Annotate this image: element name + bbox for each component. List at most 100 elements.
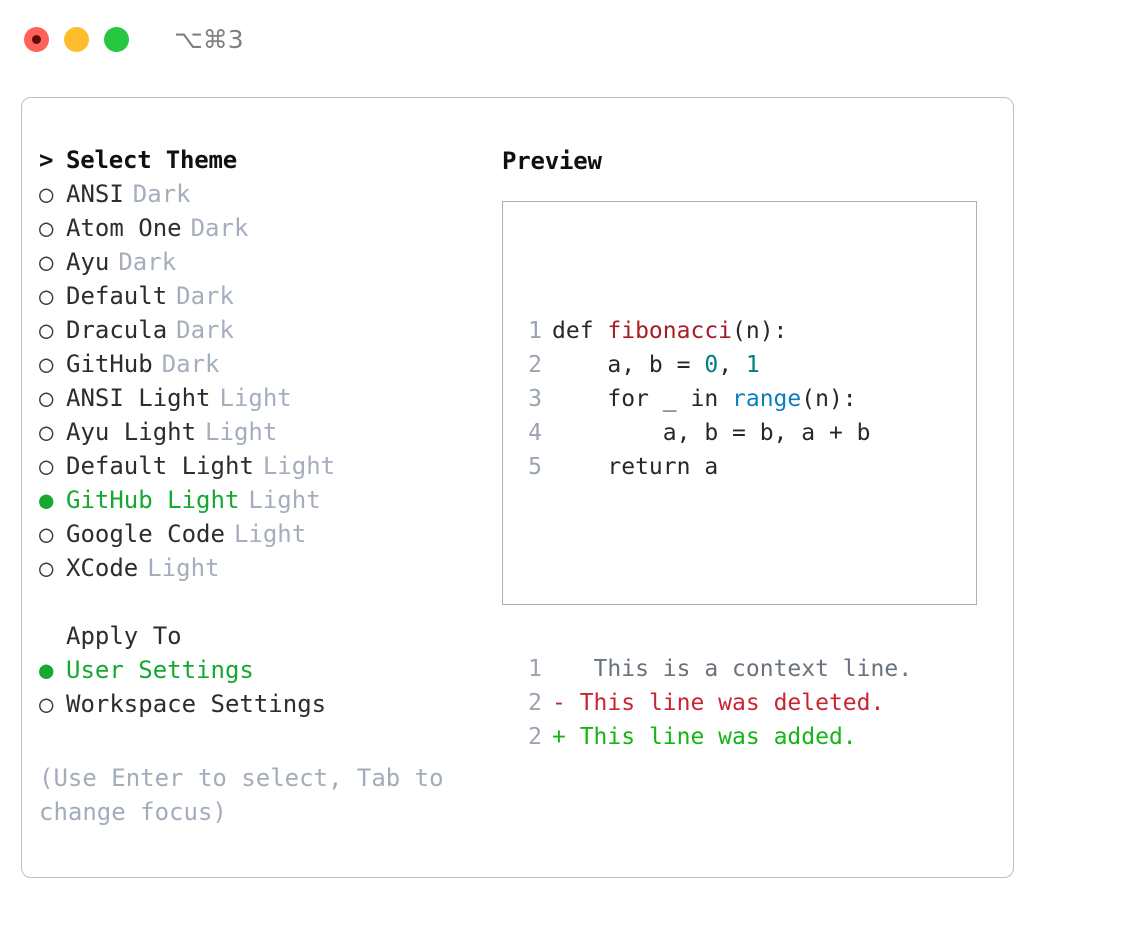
code-line-number: 1 xyxy=(528,318,542,344)
theme-variant-tag: Light xyxy=(147,554,220,582)
theme-list-item[interactable]: ○ XCode Light xyxy=(39,554,499,588)
theme-variant-tag: Light xyxy=(248,486,321,514)
select-theme-title: Select Theme xyxy=(66,146,237,174)
diff-marker: + xyxy=(552,724,566,750)
radio-unselected-icon: ○ xyxy=(39,554,54,582)
code-token-func: fibonacci xyxy=(607,318,733,344)
shortcut-label: ⌥⌘3 xyxy=(174,24,244,54)
code-token-plain: return a xyxy=(552,454,719,480)
radio-unselected-icon: ○ xyxy=(39,214,54,242)
theme-name: GitHub Light xyxy=(66,486,240,514)
theme-variant-tag: Dark xyxy=(161,350,220,378)
theme-name: Ayu xyxy=(66,248,110,276)
apply-to-title: Apply To xyxy=(66,622,182,650)
radio-unselected-icon: ○ xyxy=(39,180,54,208)
theme-list-item[interactable]: ○ Dracula Dark xyxy=(39,316,499,350)
theme-name: ANSI xyxy=(66,180,124,208)
theme-variant-tag: Dark xyxy=(190,214,249,242)
theme-name: XCode xyxy=(66,554,139,582)
apply-to-item[interactable]: ○ Workspace Settings xyxy=(39,690,499,724)
maximize-button[interactable] xyxy=(104,26,129,52)
code-diff-gap xyxy=(518,552,912,584)
radio-unselected-icon: ○ xyxy=(39,316,54,344)
diff-block: 1 This is a context line.2- This line wa… xyxy=(518,652,912,754)
theme-list-item[interactable]: ○ Ayu Light Light xyxy=(39,418,499,452)
preview-title: Preview xyxy=(502,147,602,175)
theme-variant-tag: Dark xyxy=(176,282,234,310)
theme-variant-tag: Dark xyxy=(176,316,234,344)
diff-line: 2- This line was deleted. xyxy=(518,686,912,720)
code-token-num: 0 xyxy=(704,352,719,378)
radio-unselected-icon: ○ xyxy=(39,418,54,446)
title-bar: ⌥⌘3 xyxy=(0,0,1140,78)
code-token-call: range xyxy=(732,386,802,412)
code-token-plain: for _ in xyxy=(552,386,733,412)
code-line-number: 5 xyxy=(528,454,542,480)
theme-name: Google Code xyxy=(66,520,225,548)
apply-to-header: Apply To xyxy=(39,622,499,656)
diff-marker: - xyxy=(552,690,566,716)
code-token-num: 1 xyxy=(745,352,760,378)
code-line: 1 def fibonacci(n): xyxy=(518,314,912,348)
theme-name: Dracula xyxy=(66,316,168,344)
theme-variant-tag: Dark xyxy=(132,180,191,208)
apply-to-list: ● User Settings ○ Workspace Settings xyxy=(39,656,499,724)
diff-marker xyxy=(552,656,566,682)
radio-unselected-icon: ○ xyxy=(39,690,54,718)
theme-variant-tag: Light xyxy=(219,384,292,412)
diff-line: 2 + This line was added. xyxy=(518,720,912,754)
radio-unselected-icon: ○ xyxy=(39,520,54,548)
select-theme-header: > Select Theme xyxy=(39,146,499,180)
code-token-plain: (n): xyxy=(732,318,788,344)
radio-selected-icon: ● xyxy=(39,656,54,684)
focus-caret-icon: > xyxy=(39,146,54,174)
code-token-plain: (n): xyxy=(801,386,857,412)
diff-text: This is a context line. xyxy=(565,656,913,682)
close-button[interactable] xyxy=(24,26,49,52)
apply-to-label: Workspace Settings xyxy=(66,690,327,718)
diff-text: This line was deleted. xyxy=(565,690,885,716)
code-line-number: 3 xyxy=(528,386,542,412)
minimize-button[interactable] xyxy=(64,26,89,52)
diff-line-number: 2 xyxy=(528,724,542,750)
diff-line-number: 1 xyxy=(528,656,542,682)
code-token-plain: , xyxy=(718,352,746,378)
code-line: 4 a, b = b, a + b xyxy=(518,416,912,450)
diff-line: 1 This is a context line. xyxy=(518,652,912,686)
apply-to-label: User Settings xyxy=(66,656,254,684)
diff-line-number: 2 xyxy=(528,690,542,716)
code-token-plain: def xyxy=(552,318,608,344)
code-line: 5 return a xyxy=(518,450,912,484)
window-controls xyxy=(24,26,129,52)
radio-unselected-icon: ○ xyxy=(39,452,54,480)
code-token-plain: a, b = b, a + b xyxy=(552,420,871,446)
radio-unselected-icon: ○ xyxy=(39,384,54,412)
code-line-number: 2 xyxy=(528,352,542,378)
theme-variant-tag: Light xyxy=(205,418,278,446)
theme-variant-tag: Dark xyxy=(118,248,177,276)
theme-name: GitHub xyxy=(66,350,153,378)
theme-list-item[interactable]: ○ ANSI Dark xyxy=(39,180,499,214)
code-line: 3 for _ in range(n): xyxy=(518,382,912,416)
code-line: 2 a, b = 0, 1 xyxy=(518,348,912,382)
theme-variant-tag: Light xyxy=(262,452,336,480)
radio-unselected-icon: ○ xyxy=(39,282,54,310)
apply-to-item[interactable]: ● User Settings xyxy=(39,656,499,690)
code-line-number: 4 xyxy=(528,420,542,446)
theme-name: Ayu Light xyxy=(66,418,197,446)
diff-text: This line was added. xyxy=(565,724,857,750)
